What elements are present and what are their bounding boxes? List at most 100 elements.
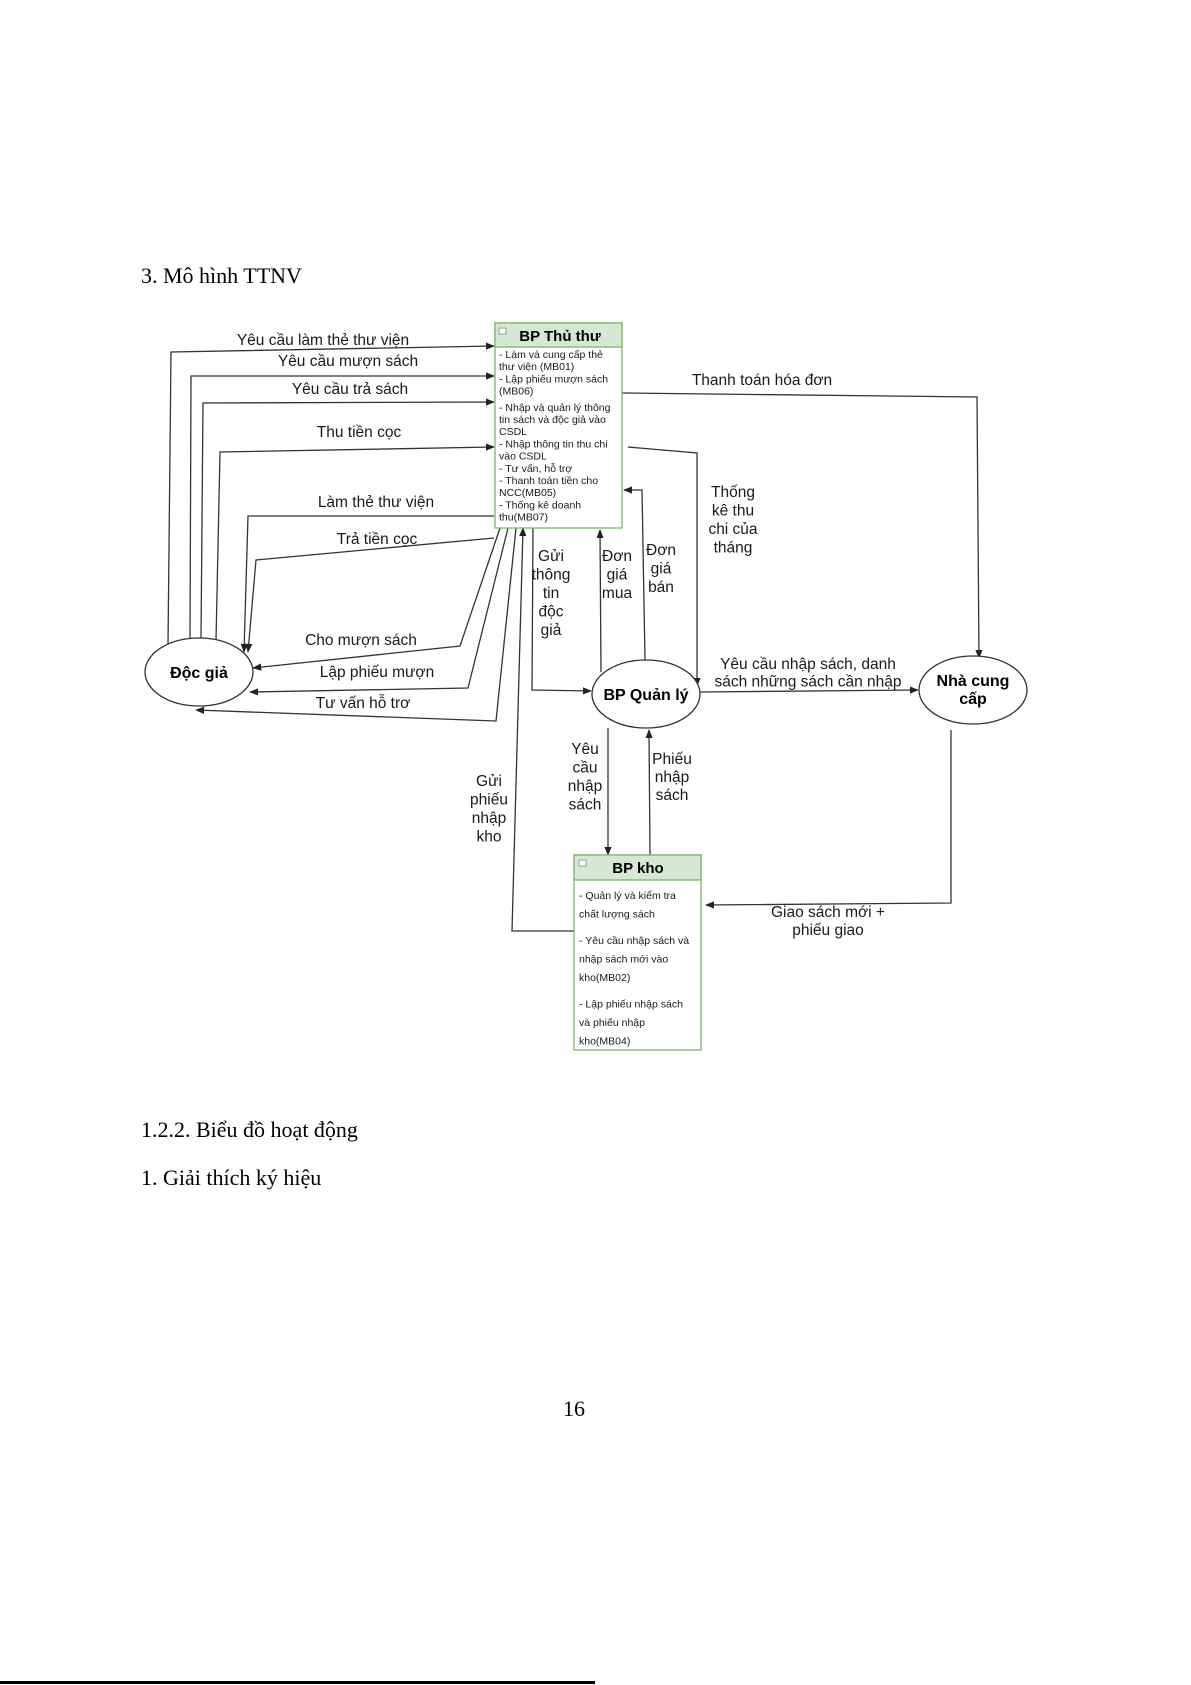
department-item: thư viện (MB01) <box>499 361 574 373</box>
edge-yeu-cau-muon-sach <box>189 372 495 642</box>
label-line: Gửi <box>476 773 502 790</box>
edge-gui-phieu-nhap-kho <box>511 527 574 932</box>
label-line: nhập <box>472 810 506 827</box>
actor-label: BP Quản lý <box>603 687 688 704</box>
label-line: giá <box>651 561 672 578</box>
label-line: độc <box>539 604 564 621</box>
actor-nha-cung-cap[interactable]: Nhà cung cấp <box>918 655 1028 725</box>
department-item: kho(MB04) <box>579 1036 630 1048</box>
label-yeu-cau-tra-sach: Yêu cầu trả sách <box>292 381 408 398</box>
department-item: chất lượng sách <box>579 909 655 921</box>
department-item: CSDL <box>499 426 527 438</box>
label-thu-tien-coc: Thu tiền cọc <box>317 424 402 441</box>
label-line: sách những sách cần nhập <box>714 674 901 691</box>
edge-cho-muon-sach <box>252 527 501 671</box>
department-item: và phiếu nhập <box>579 1017 645 1029</box>
edge-thanh-toan-hoa-don <box>621 392 983 659</box>
label-lam-the: Làm thẻ thư viện <box>318 494 434 511</box>
label-line: giá <box>607 567 628 584</box>
label-line: nhập <box>655 769 689 786</box>
actor-label-line: cấp <box>959 691 987 708</box>
department-items: - Quản lý và kiểm tra chất lượng sách - Yê… <box>579 890 689 1048</box>
department-title: BP kho <box>612 860 663 877</box>
edge-tu-van-ho-tro <box>195 527 517 722</box>
label-line: Đơn <box>646 542 676 559</box>
label-thanh-toan-hoa-don: Thanh toán hóa đơn <box>692 372 832 389</box>
edge-thu-tien-coc <box>215 443 495 642</box>
label-line: Yêu cầu nhập sách, danh <box>720 656 896 673</box>
section-heading: 3. Mô hình TTNV <box>141 263 302 288</box>
page-number: 16 <box>563 1396 585 1421</box>
label-line: thông <box>532 567 571 584</box>
label-line: kê thu <box>712 503 754 520</box>
edge-phieu-nhap-sach <box>645 729 653 856</box>
edge-lam-the <box>240 515 494 653</box>
department-item: tin sách và độc giả vào <box>499 414 606 426</box>
label-line: phiếu <box>470 792 508 809</box>
label-line: giả <box>541 622 562 639</box>
collapse-icon[interactable] <box>498 327 507 335</box>
label-line: Phiếu <box>652 751 692 768</box>
label-line: nhập <box>568 778 602 795</box>
label-tra-tien-coc: Trả tiền cọc <box>337 531 418 548</box>
label-line: phiếu giao <box>792 922 864 939</box>
department-item: (MB06) <box>499 386 533 398</box>
label-line: tin <box>543 585 559 602</box>
label-lap-phieu-muon: Lập phiếu mượn <box>320 664 434 681</box>
label-tu-van-ho-tro: Tư vấn hỗ trơ <box>316 695 411 712</box>
department-title: BP Thủ thư <box>519 328 601 345</box>
label-line: kho <box>477 829 502 846</box>
label-giao-sach-moi: Giao sách mới +phiếu giao <box>771 904 885 939</box>
department-item: NCC(MB05) <box>499 487 556 499</box>
actor-doc-gia[interactable]: Độc giả <box>144 637 254 707</box>
label-line: Gửi <box>538 548 564 565</box>
department-item: - Quản lý và kiểm tra <box>579 890 676 902</box>
department-item: - Nhập và quản lý thông <box>499 402 611 414</box>
edge-don-gia-mua <box>596 529 604 673</box>
department-item: kho(MB02) <box>579 972 630 984</box>
label-yeu-cau-muon-sach: Yêu cầu mượn sách <box>278 353 418 370</box>
department-item: - Làm và cung cấp thẻ <box>499 349 603 361</box>
actor-label-line: Nhà cung <box>937 673 1010 690</box>
label-line: sách <box>656 787 689 804</box>
department-item: - Yêu cầu nhập sách và <box>579 935 689 947</box>
label-line: Đơn <box>602 548 632 565</box>
label-line: Thống <box>711 484 755 501</box>
label-line: sách <box>569 797 602 814</box>
label-line: mua <box>602 585 633 602</box>
label-line: chi của <box>708 521 757 538</box>
edge-gui-thong-tin-doc-gia <box>531 527 592 695</box>
department-item: - Tư vấn, hỗ trợ <box>499 462 572 475</box>
department-box-kho[interactable]: BP kho - Quản lý và kiểm tra chất lượng s… <box>573 854 702 1051</box>
department-item: nhập sách mới vào <box>579 954 668 966</box>
edge-yeu-cau-lam-the <box>167 342 495 646</box>
label-line: Giao sách mới + <box>771 904 885 921</box>
edge-don-gia-ban <box>623 486 646 661</box>
subsection-heading: 1.2.2. Biểu đồ hoạt động <box>141 1117 358 1142</box>
label-cho-muon-sach: Cho mượn sách <box>305 632 417 649</box>
page-bottom-rule <box>0 1681 595 1684</box>
edge-thong-ke-thu-chi <box>627 446 701 687</box>
item-heading: 1. Giải thích ký hiệu <box>141 1165 322 1190</box>
edge-yeu-cau-nhap-sach-ncc <box>699 686 919 694</box>
actor-bp-quan-ly[interactable]: BP Quản lý <box>591 659 701 729</box>
department-item: - Nhập thông tin thu chi <box>499 438 608 450</box>
department-item: - Lập phiếu mượn sách <box>499 373 608 385</box>
actor-label: Độc giả <box>170 665 228 682</box>
collapse-icon[interactable] <box>578 859 587 867</box>
department-item: - Thanh toán tiền cho <box>499 475 598 487</box>
label-line: cầu <box>573 760 598 777</box>
department-item: vào CSDL <box>499 451 547 463</box>
label-line: bán <box>648 579 674 596</box>
label-line: Yêu <box>571 741 599 758</box>
edge-tra-tien-coc <box>245 537 495 653</box>
